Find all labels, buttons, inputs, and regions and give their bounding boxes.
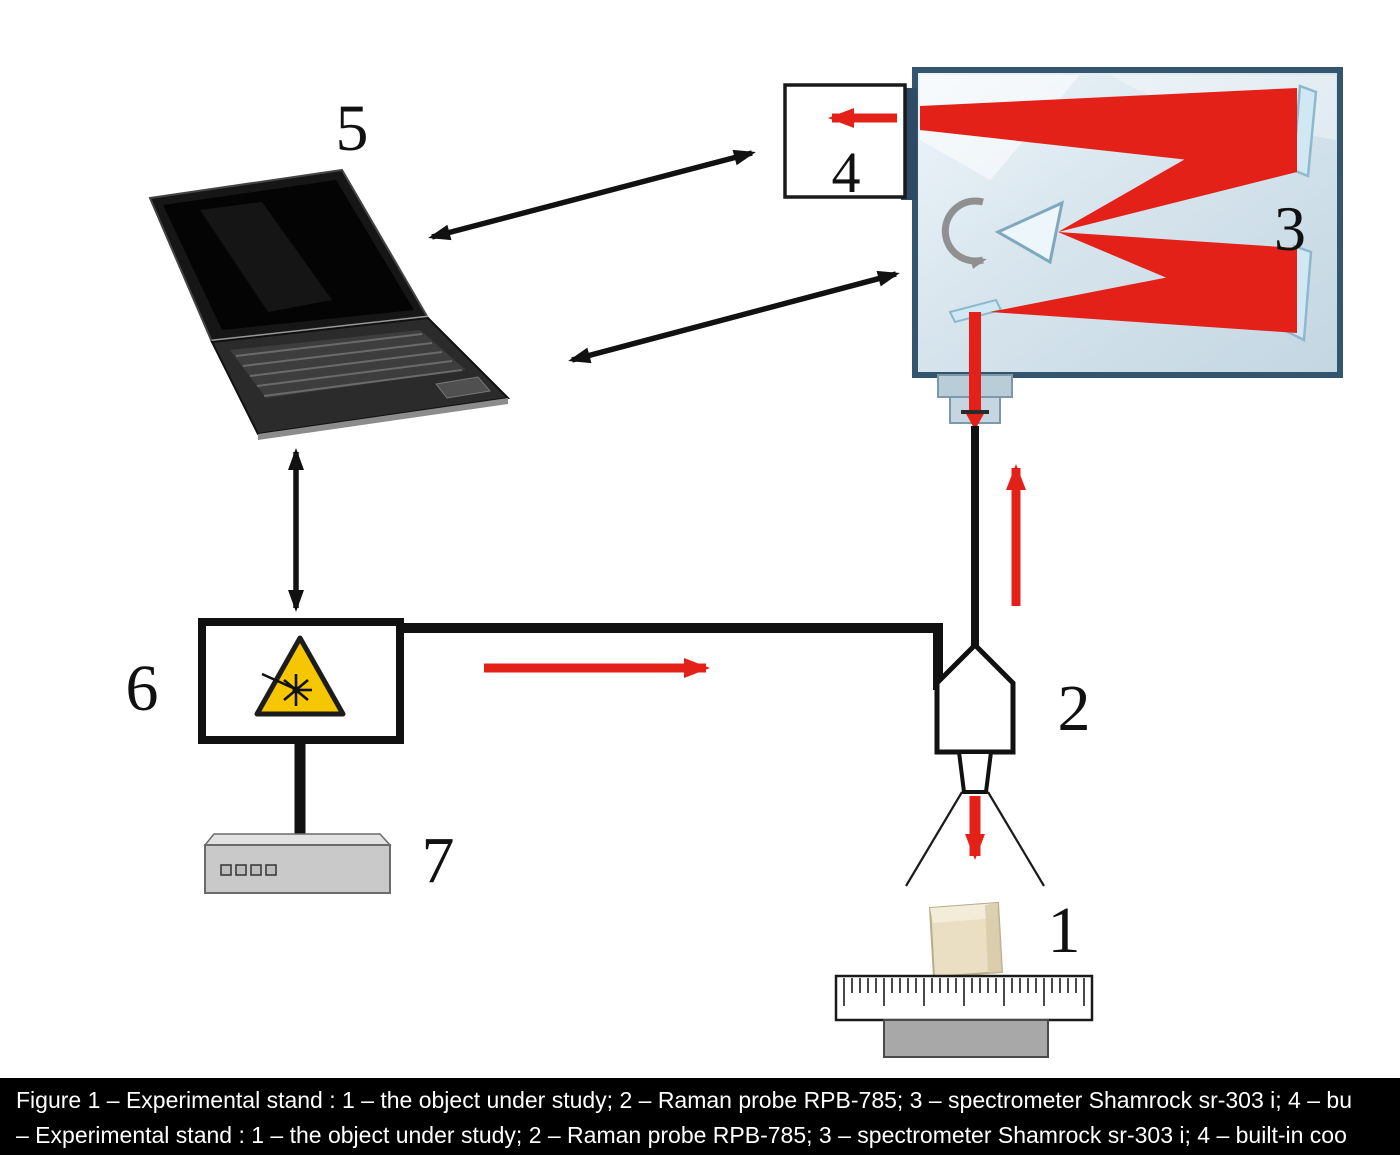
label-spectrometer: 3 — [1274, 193, 1306, 264]
beam-flow-arrows — [484, 464, 1026, 860]
data-link-arrows — [288, 149, 900, 612]
sample-cube-highlight — [930, 903, 998, 923]
caption-line-1: Figure 1 – Experimental stand : 1 – the … — [16, 1087, 1352, 1113]
label-power-supply: 7 — [422, 824, 455, 897]
power-supply-top — [203, 833, 392, 846]
raman-probe — [905, 641, 1045, 887]
laptop-keyboard-rows — [235, 333, 463, 397]
laptop-touchpad — [435, 376, 491, 399]
laser-burst-icon — [261, 672, 312, 706]
probe-cone-left — [905, 791, 963, 887]
probe-cone-right — [987, 791, 1045, 887]
sample-cube-shade — [985, 903, 1002, 973]
sample-object — [928, 901, 1004, 979]
laptop-front-edge — [258, 398, 508, 440]
diagram-canvas: 5 3 4 — [126, 67, 1343, 1058]
label-detector: 4 — [832, 140, 861, 205]
probe-nozzle — [956, 750, 994, 794]
rotation-arrow-icon — [941, 197, 987, 269]
link-laptop-spectrometer — [568, 270, 900, 364]
probe-body — [934, 641, 1016, 755]
label-object: 1 — [1048, 894, 1081, 967]
stage-base — [883, 1019, 1049, 1058]
power-supply — [203, 833, 392, 894]
laser-warning-icon — [254, 635, 346, 717]
laptop-screen-display — [163, 180, 414, 330]
laptop-computer — [148, 168, 511, 440]
power-supply-buttons — [220, 864, 277, 876]
label-computer: 5 — [336, 92, 369, 165]
beam-exit — [964, 312, 986, 430]
detector-box — [783, 83, 907, 199]
spectrometer — [912, 67, 1343, 378]
ruler-ticks — [843, 978, 1085, 1006]
beam-path — [920, 88, 1297, 333]
link-laptop-detector — [428, 149, 756, 241]
prism-icon — [994, 200, 1065, 265]
caption-line-2: – Experimental stand : 1 – the object un… — [16, 1122, 1347, 1148]
label-probe: 2 — [1058, 672, 1091, 745]
ruler-stage — [834, 974, 1094, 1058]
laser-unit — [198, 618, 404, 744]
laptop-screen-glare — [200, 202, 332, 312]
power-supply-front — [204, 844, 391, 894]
label-laser: 6 — [126, 652, 159, 725]
figure-caption: Figure 1 – Experimental stand : 1 – the … — [0, 1078, 1400, 1155]
fiber-laser-probe — [400, 623, 943, 690]
